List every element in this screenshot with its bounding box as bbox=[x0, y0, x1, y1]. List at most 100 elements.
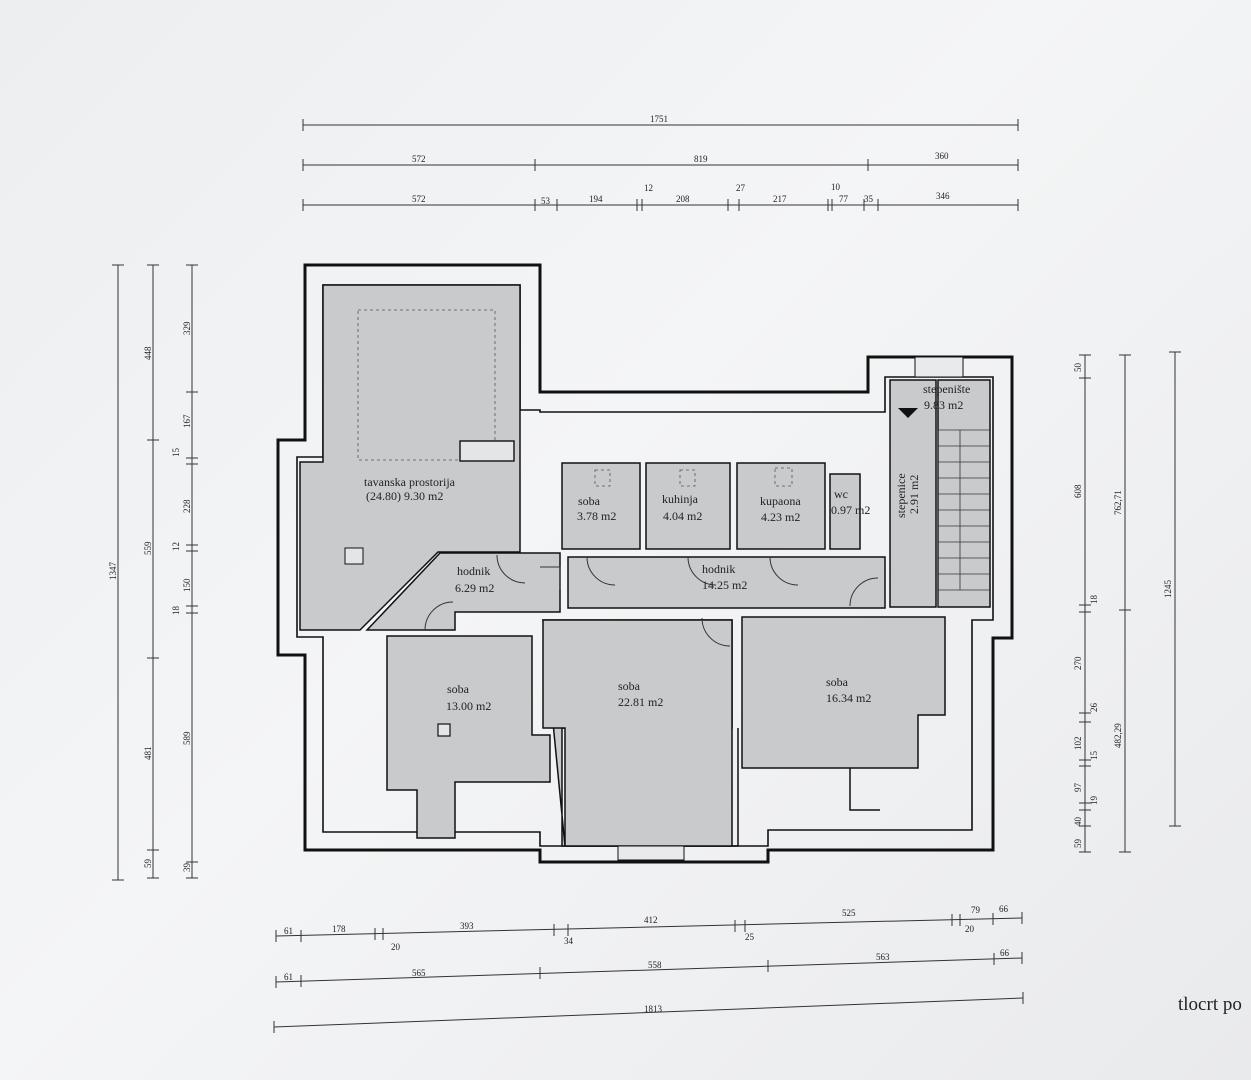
dim-left-1347: 1347 bbox=[108, 562, 118, 581]
room-kuhinja bbox=[645, 462, 731, 550]
dim-bot-178: 178 bbox=[332, 924, 346, 934]
dim-left-39: 39 bbox=[182, 863, 192, 873]
label-stepeniste-area: 9.83 m2 bbox=[924, 398, 963, 412]
dim-top3-12: 12 bbox=[644, 183, 653, 193]
dim-left-15: 15 bbox=[171, 448, 181, 458]
dim-right-482: 482,29 bbox=[1113, 723, 1123, 748]
label-soba16-name: soba bbox=[826, 675, 849, 689]
room-kupaona bbox=[736, 462, 826, 550]
dim-bot-20a: 20 bbox=[391, 942, 401, 952]
dim-right-26: 26 bbox=[1089, 703, 1099, 713]
dim-left-167: 167 bbox=[182, 414, 192, 428]
rooms bbox=[299, 284, 991, 861]
label-hodnik-left-area: 6.29 m2 bbox=[455, 581, 494, 595]
dim-top3-10: 10 bbox=[831, 182, 841, 192]
label-soba22-name: soba bbox=[618, 679, 641, 693]
dim-top3-27: 27 bbox=[736, 183, 746, 193]
dim-right-15: 15 bbox=[1089, 751, 1099, 761]
dim-right-608: 608 bbox=[1073, 484, 1083, 498]
label-stepeniste-name: stepenište bbox=[923, 382, 970, 396]
room-hodnik-main bbox=[567, 556, 886, 609]
dim-left-59: 59 bbox=[143, 859, 153, 869]
dim-bot-79: 79 bbox=[971, 905, 981, 915]
label-soba-small-name: soba bbox=[578, 494, 601, 508]
room-soba-small bbox=[561, 462, 641, 550]
dim-top3-77: 77 bbox=[839, 194, 849, 204]
label-soba22-area: 22.81 m2 bbox=[618, 695, 663, 709]
room-stepenice bbox=[889, 379, 937, 608]
label-wc-area: 0.97 m2 bbox=[831, 503, 870, 517]
dim-top-360: 360 bbox=[935, 151, 949, 161]
dim-top-572: 572 bbox=[412, 154, 426, 164]
dim-left-18: 18 bbox=[171, 606, 181, 616]
dim-left-12: 12 bbox=[171, 542, 181, 551]
dim-bot-61: 61 bbox=[284, 926, 293, 936]
dim-bot-25: 25 bbox=[745, 932, 755, 942]
stair-arrow-icon bbox=[898, 408, 918, 418]
dim-right-50: 50 bbox=[1073, 363, 1083, 373]
label-tavanska-name: tavanska prostorija bbox=[364, 475, 456, 489]
dim-top3-346: 346 bbox=[936, 191, 950, 201]
label-hodnik-left-name: hodnik bbox=[457, 564, 490, 578]
dim-right-18: 18 bbox=[1089, 595, 1099, 605]
dim-bot-20b: 20 bbox=[965, 924, 975, 934]
dim-left-589: 589 bbox=[182, 731, 192, 745]
dim-bot2-66: 66 bbox=[1000, 948, 1010, 958]
dim-bot2-563: 563 bbox=[876, 952, 890, 962]
dim-right-1245: 1245 bbox=[1163, 580, 1173, 599]
room-soba-13 bbox=[386, 635, 551, 839]
dim-top-total: 1751 bbox=[650, 114, 668, 124]
room-soba-16 bbox=[741, 616, 946, 811]
chimney bbox=[459, 440, 515, 462]
plan-title: tlocrt po bbox=[1178, 994, 1242, 1015]
dim-bot2-61: 61 bbox=[284, 972, 293, 982]
dim-top3-53: 53 bbox=[541, 196, 551, 206]
label-kupaona-area: 4.23 m2 bbox=[761, 510, 800, 524]
dim-bot-393: 393 bbox=[460, 921, 474, 931]
label-soba13-area: 13.00 m2 bbox=[446, 699, 491, 713]
bottom-dimensions: 61 178 20 393 34 412 25 525 20 79 66 61 … bbox=[273, 904, 1024, 1033]
dim-left-481: 481 bbox=[143, 747, 153, 761]
dim-top3-217: 217 bbox=[773, 194, 787, 204]
room-labels: tavanska prostorija (24.80) 9.30 m2 hodn… bbox=[364, 382, 970, 713]
label-stepenice-name: stepenice bbox=[894, 473, 908, 518]
room-stepeniste bbox=[937, 379, 991, 608]
label-kuhinja-name: kuhinja bbox=[662, 492, 699, 506]
dim-bot-34: 34 bbox=[564, 936, 574, 946]
label-hodnik-main-area: 14.25 m2 bbox=[702, 578, 747, 592]
label-soba13-name: soba bbox=[447, 682, 470, 696]
dim-left-228: 228 bbox=[182, 499, 192, 513]
dim-top3-572: 572 bbox=[412, 194, 426, 204]
room-tavanska-prostorija bbox=[299, 284, 521, 631]
label-wc-name: wc bbox=[834, 487, 848, 501]
dim-bot2-558: 558 bbox=[648, 960, 662, 970]
dim-right-762: 762,71 bbox=[1113, 490, 1123, 515]
dim-bot3-1813: 1813 bbox=[644, 1004, 663, 1014]
dim-top3-194: 194 bbox=[589, 194, 603, 204]
dim-left-559: 559 bbox=[143, 541, 153, 555]
room-wc bbox=[829, 473, 861, 550]
label-kuhinja-area: 4.04 m2 bbox=[663, 509, 702, 523]
top-dimensions: 1751 572 819 360 572 53 194 12 2 bbox=[302, 114, 1019, 211]
dim-bot2-565: 565 bbox=[412, 968, 426, 978]
dim-left-329: 329 bbox=[182, 321, 192, 335]
dim-top3-35: 35 bbox=[864, 194, 874, 204]
dim-right-59: 59 bbox=[1073, 839, 1083, 849]
label-soba16-area: 16.34 m2 bbox=[826, 691, 871, 705]
dim-left-448: 448 bbox=[143, 346, 153, 360]
dim-bot-66a: 66 bbox=[999, 904, 1009, 914]
left-dimensions: 1347 448 559 481 59 329 167 15 bbox=[108, 264, 198, 881]
dim-right-40: 40 bbox=[1073, 817, 1083, 827]
dim-bot-412: 412 bbox=[644, 915, 658, 925]
label-stepenice-area: 2.91 m2 bbox=[907, 475, 921, 514]
room-soba-22-main bbox=[542, 619, 733, 847]
outer-walls bbox=[276, 263, 1014, 864]
label-hodnik-main-name: hodnik bbox=[702, 562, 735, 576]
dim-left-150: 150 bbox=[182, 578, 192, 592]
dim-right-97: 97 bbox=[1073, 783, 1083, 793]
label-soba-small-area: 3.78 m2 bbox=[577, 509, 616, 523]
dim-top3-208: 208 bbox=[676, 194, 690, 204]
label-tavanska-area: (24.80) 9.30 m2 bbox=[366, 489, 443, 503]
dim-bot-525: 525 bbox=[842, 908, 856, 918]
